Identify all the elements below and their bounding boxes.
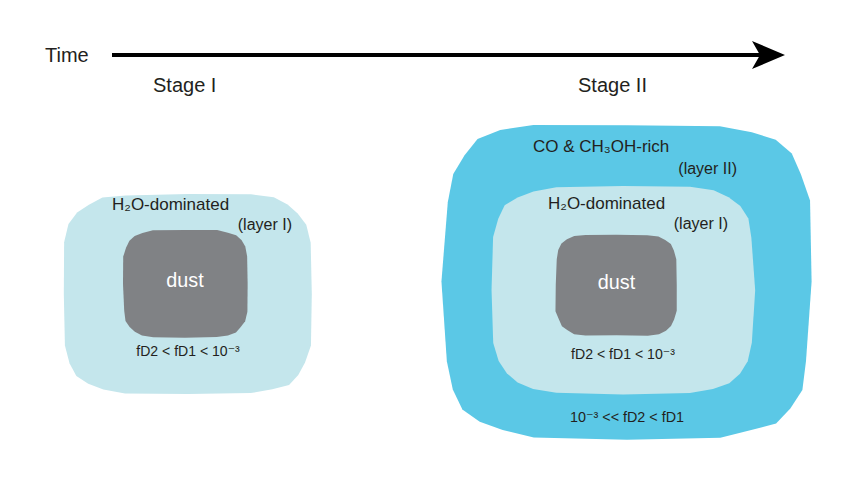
- stage-label: Stage I: [153, 74, 216, 96]
- node-text: H₂O-dominated: [112, 196, 229, 215]
- ice-layer: H₂O-dominated (layer I) fD2 < fD1 < 10⁻³ du…: [60, 190, 316, 398]
- node-text: H₂O-dominated: [548, 195, 665, 214]
- ice-layer: H₂O-dominated (layer I) fD2 < fD1 < 10⁻³ du…: [488, 183, 758, 397]
- axis-label: Time: [45, 44, 89, 66]
- node-text: (layer I): [238, 216, 292, 234]
- node-text: dust: [120, 270, 250, 292]
- stage-label: Stage II: [578, 74, 647, 96]
- blob-fill: [492, 186, 756, 395]
- node-text: (layer I): [674, 215, 728, 233]
- node-text: 10⁻³ << fD2 < fD1: [437, 410, 817, 426]
- dust-grain: dust: [120, 228, 250, 340]
- blob-fill: [64, 194, 312, 394]
- dust-grain: dust: [553, 232, 680, 338]
- node-text: CO & CH₃OH-rich: [533, 138, 669, 157]
- node-text: fD2 < fD1 < 10⁻³: [488, 347, 758, 363]
- time-axis: [112, 53, 760, 57]
- node-text: (layer II): [678, 160, 737, 178]
- ice-layer: CO & CH₃OH-rich (layer II) 10⁻³ << fD2 < f…: [437, 118, 817, 445]
- node-text: dust: [553, 272, 680, 294]
- node-text: fD2 < fD1 < 10⁻³: [60, 344, 316, 359]
- blob-fill: [441, 125, 811, 440]
- arrow-head: [752, 41, 785, 69]
